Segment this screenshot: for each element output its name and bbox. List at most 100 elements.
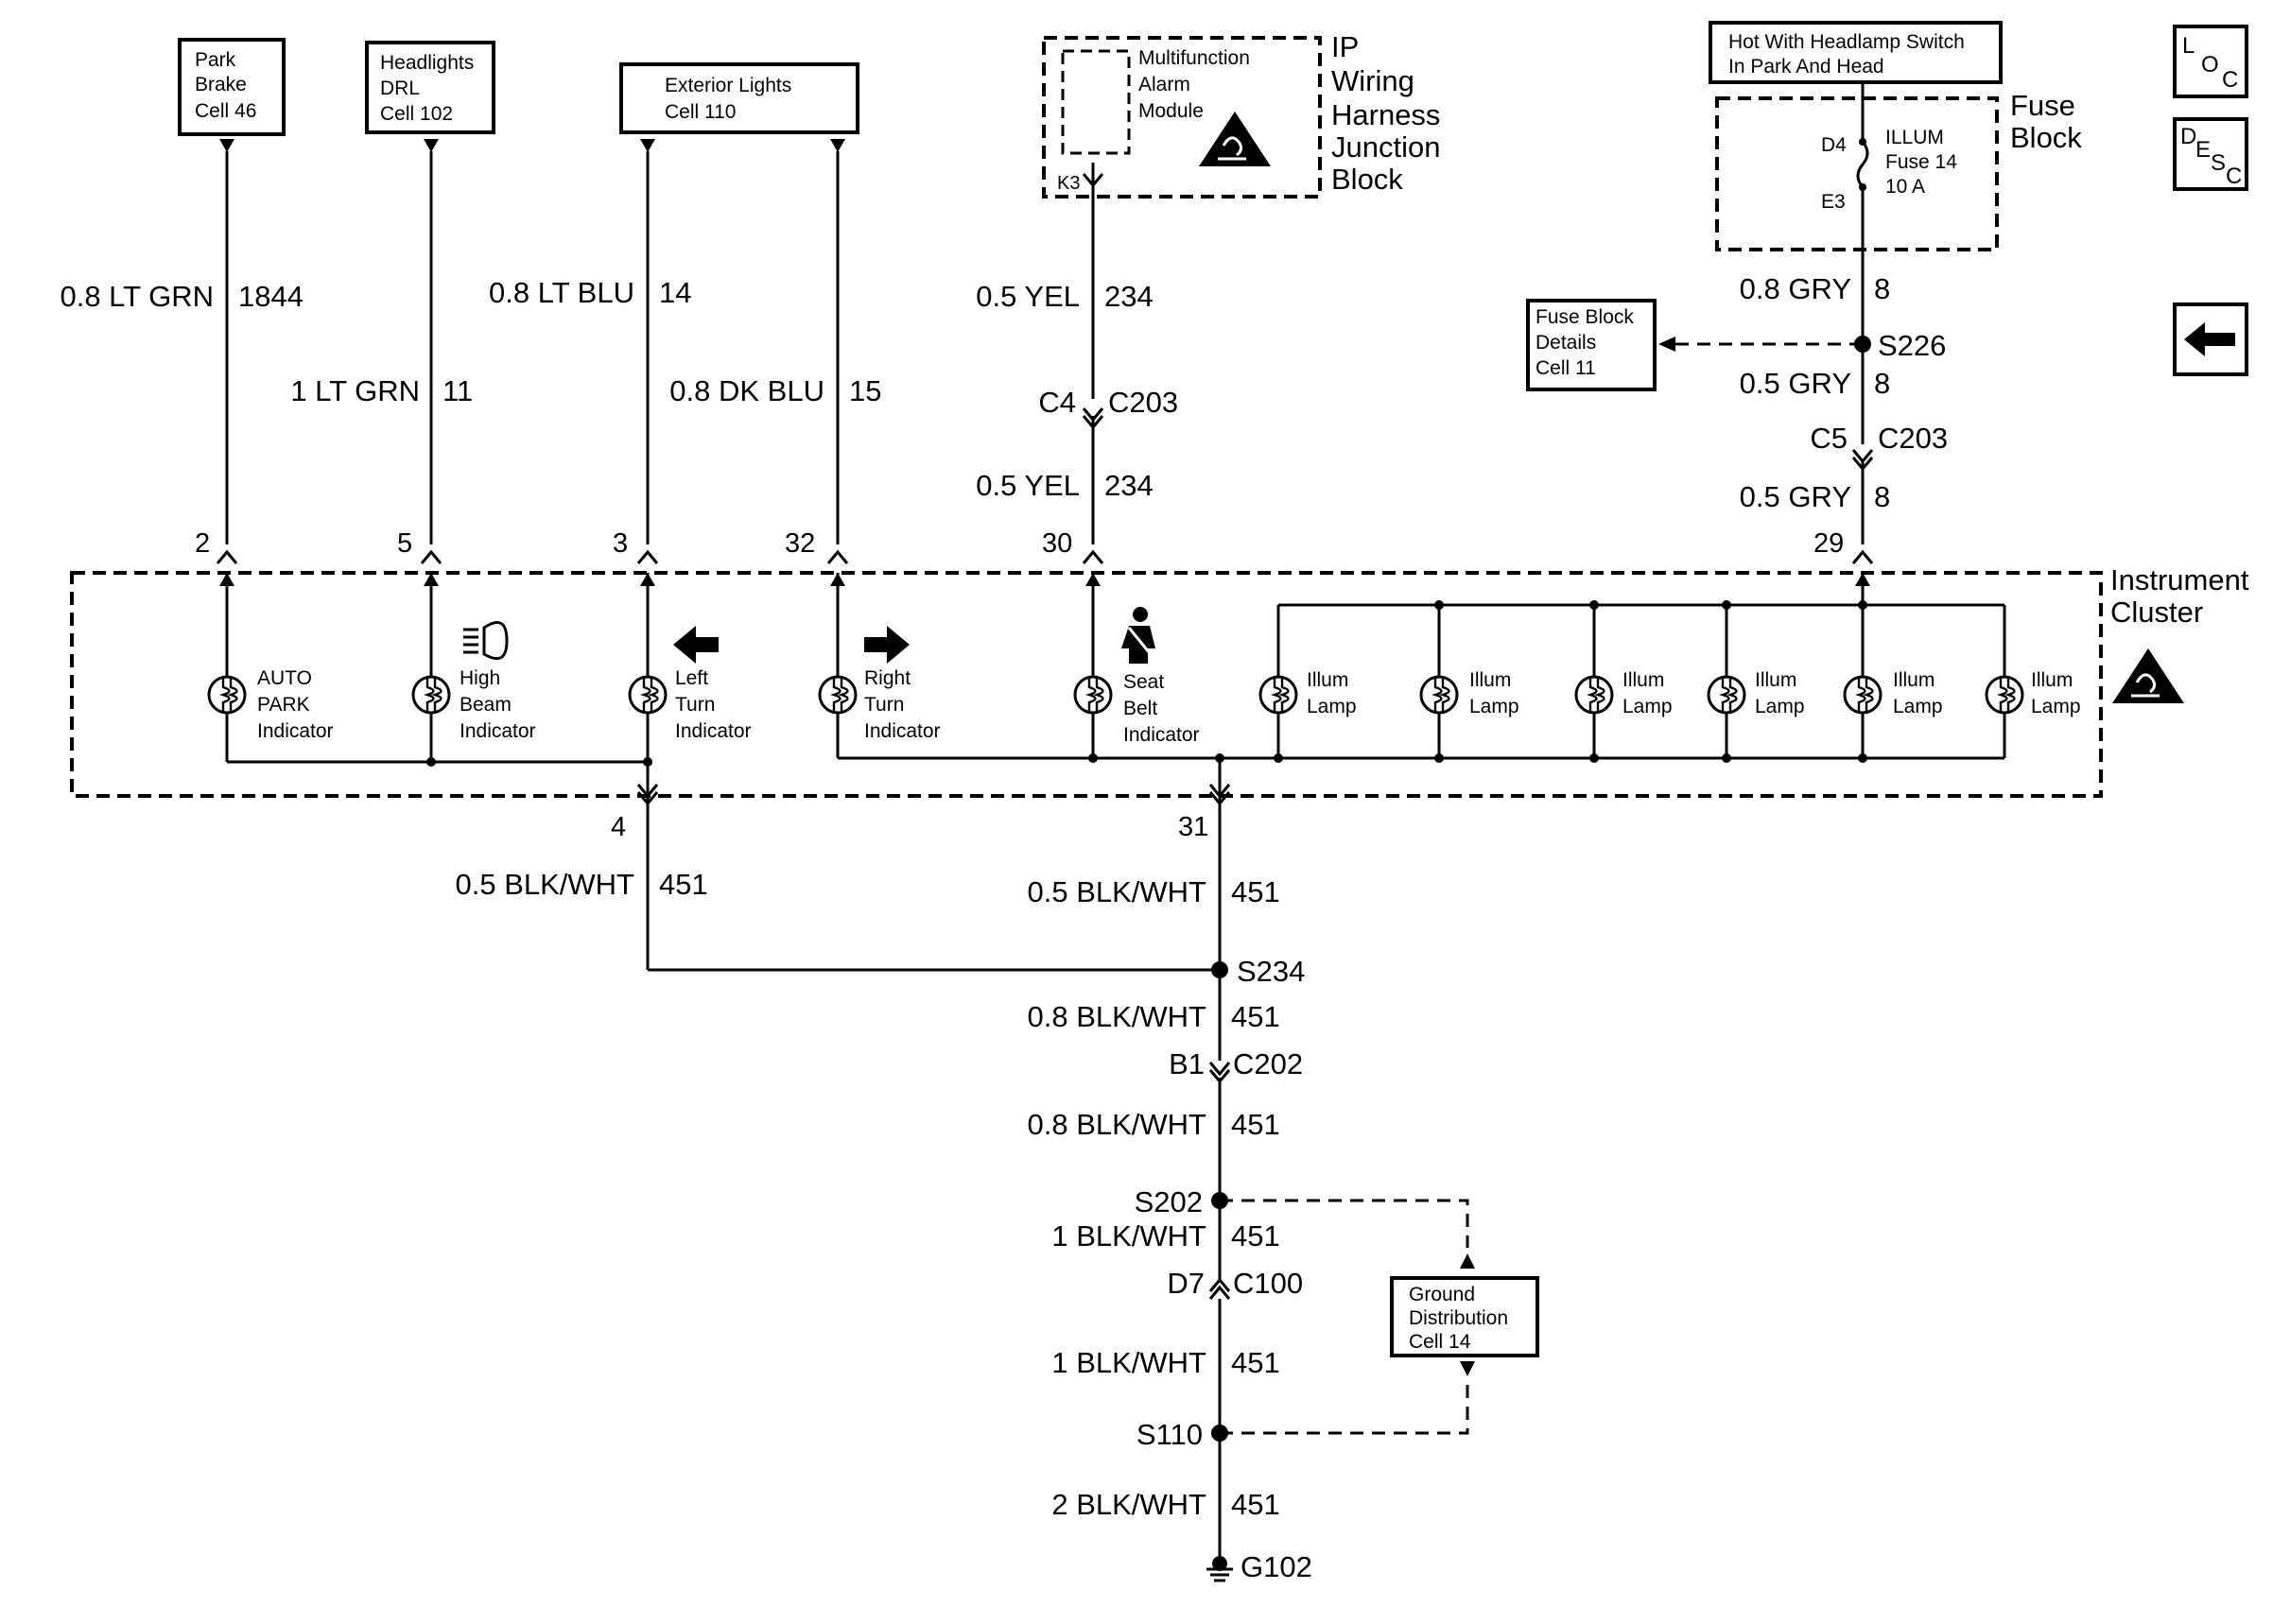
loc-l: L <box>2182 33 2195 59</box>
fuse-line1: ILLUM <box>1885 127 1944 148</box>
left-turn-label2: Turn <box>675 694 715 716</box>
back-arrow-icon <box>2184 322 2235 356</box>
circuit-451c: 451 <box>1231 1000 1280 1033</box>
ground-circuit <box>646 803 1469 1582</box>
exterior-lights-line1: Exterior Lights <box>665 75 791 96</box>
instrument-cluster: Instrument Cluster <box>70 563 2249 803</box>
desc-button[interactable]: D E S C <box>2173 117 2248 191</box>
cluster-pins: 2 5 3 32 30 29 4 31 <box>195 528 1844 842</box>
ip-title-line2: Wiring <box>1331 64 1414 97</box>
fuse-details-line3: Cell 11 <box>1536 357 1596 379</box>
wire-451g-label: 2 BLK/WHT <box>1051 1488 1206 1521</box>
illum-1-label2: Lamp <box>1307 696 1357 717</box>
seat-belt-bulb-icon <box>1073 675 1113 715</box>
park-brake-line3: Cell 46 <box>195 100 256 122</box>
wire-234b-label: 0.5 YEL <box>976 469 1080 502</box>
park-brake-source: Park Brake Cell 46 <box>178 38 286 136</box>
splice-s226: S226 <box>1878 329 1946 362</box>
loc-button[interactable]: L O C <box>2173 25 2248 98</box>
fuse-block-title2: Block <box>2010 121 2082 154</box>
circuit-8c: 8 <box>1874 480 1890 513</box>
cluster-title1: Instrument <box>2110 563 2249 596</box>
ip-title-line4: Junction <box>1331 130 1440 164</box>
loc-c: C <box>2222 67 2238 93</box>
circuit-451a: 451 <box>659 868 708 901</box>
auto-park-label2: PARK <box>257 694 310 716</box>
high-beam-bulb-icon <box>411 675 451 715</box>
wire-451b-label: 0.5 BLK/WHT <box>1028 875 1207 908</box>
right-turn-label1: Right <box>864 667 911 689</box>
desc-d: D <box>2180 124 2196 149</box>
exterior-lights-line2: Cell 110 <box>665 101 737 123</box>
ground-g102: G102 <box>1241 1550 1312 1583</box>
alarm-module-line3: Module <box>1138 100 1204 122</box>
wire-451d-label: 0.8 BLK/WHT <box>1028 1108 1207 1141</box>
back-button[interactable] <box>2173 302 2248 376</box>
conn-c203-a: C203 <box>1108 386 1178 419</box>
illum-5-label1: Illum <box>1893 669 1935 691</box>
conn-b1-pin: B1 <box>1169 1047 1205 1080</box>
wire-234a-label: 0.5 YEL <box>976 280 1080 313</box>
circuit-451e: 451 <box>1231 1219 1280 1253</box>
high-beam-label2: Beam <box>460 694 512 716</box>
seat-belt-label1: Seat <box>1123 671 1164 693</box>
illum-2-label2: Lamp <box>1469 696 1519 717</box>
illum-lamp-3-bulb-icon <box>1574 675 1614 715</box>
exterior-lights-source: Exterior Lights Cell 110 <box>619 62 859 134</box>
park-brake-line2: Brake <box>195 74 247 95</box>
pin-3: 3 <box>613 528 628 559</box>
circuit-11: 11 <box>442 374 473 407</box>
wire-1844-label: 0.8 LT GRN <box>60 280 214 313</box>
fuse-line3: 10 A <box>1885 176 1925 198</box>
high-beam-label1: High <box>460 667 500 689</box>
fuse-details-line1: Fuse Block <box>1536 306 1634 328</box>
ip-title-line5: Block <box>1331 163 1403 196</box>
ip-pin-k3: K3 <box>1057 173 1080 194</box>
park-brake-line1: Park <box>195 49 236 71</box>
ip-junction-block: Multifunction Alarm Module K3 IP Wiring … <box>1042 30 1440 199</box>
illum-1-label1: Illum <box>1307 669 1348 691</box>
pin-32: 32 <box>785 528 815 559</box>
ground-g102-icon <box>1212 1556 1227 1571</box>
desc-c: C <box>2226 164 2242 189</box>
circuit-451f: 451 <box>1231 1346 1280 1379</box>
splice-s202: S202 <box>1135 1185 1203 1218</box>
wire-451f-label: 1 BLK/WHT <box>1051 1346 1206 1379</box>
fuse-block: D4 E3 ILLUM Fuse 14 10 A Fuse Block <box>1715 83 2082 251</box>
left-turn-arrow-icon <box>673 626 719 664</box>
wire-451c-label: 0.8 BLK/WHT <box>1028 1000 1207 1033</box>
illum-lamp-1-bulb-icon <box>1258 675 1298 715</box>
illum-lamp-4-bulb-icon <box>1707 675 1746 715</box>
right-turn-bulb-icon <box>818 675 858 715</box>
high-beam-label3: Indicator <box>460 720 536 742</box>
splice-s234-dot <box>1211 961 1228 978</box>
conn-c100: C100 <box>1233 1267 1303 1300</box>
circuit-451g: 451 <box>1231 1488 1280 1521</box>
hot-headlamp-line1: Hot With Headlamp Switch <box>1728 31 1965 53</box>
fuse-block-details: Fuse Block Details Cell 11 <box>1526 299 1657 391</box>
ground-dist-line2: Distribution <box>1409 1307 1508 1329</box>
ip-title-line1: IP <box>1331 30 1359 63</box>
illum-3-label2: Lamp <box>1622 696 1673 717</box>
illum-6-label2: Lamp <box>2031 696 2081 717</box>
pin-2: 2 <box>195 528 210 559</box>
headlights-line3: Cell 102 <box>380 103 453 125</box>
ground-dist-line3: Cell 14 <box>1409 1331 1471 1353</box>
wire-8b-label: 0.5 GRY <box>1740 367 1851 400</box>
lower-wire-labels: 0.5 BLK/WHT 451 0.5 BLK/WHT 451 S234 0.8… <box>456 868 1312 1583</box>
circuit-451d: 451 <box>1231 1108 1280 1141</box>
illum-4-label1: Illum <box>1755 669 1796 691</box>
pin-5: 5 <box>397 528 412 559</box>
wire-451a-label: 0.5 BLK/WHT <box>456 868 635 901</box>
pin-4: 4 <box>611 812 626 842</box>
circuit-451b: 451 <box>1231 875 1280 908</box>
fuse-details-line2: Details <box>1536 332 1596 354</box>
conn-d7-pin: D7 <box>1167 1267 1205 1300</box>
pin-31: 31 <box>1178 812 1208 842</box>
illum-lamp-6-bulb-icon <box>1985 675 2024 715</box>
left-turn-label1: Left <box>675 667 708 689</box>
wire-11-label: 1 LT GRN <box>290 374 420 407</box>
illum-lamp-5-bulb-icon <box>1843 675 1883 715</box>
wire-8c-label: 0.5 GRY <box>1740 480 1851 513</box>
